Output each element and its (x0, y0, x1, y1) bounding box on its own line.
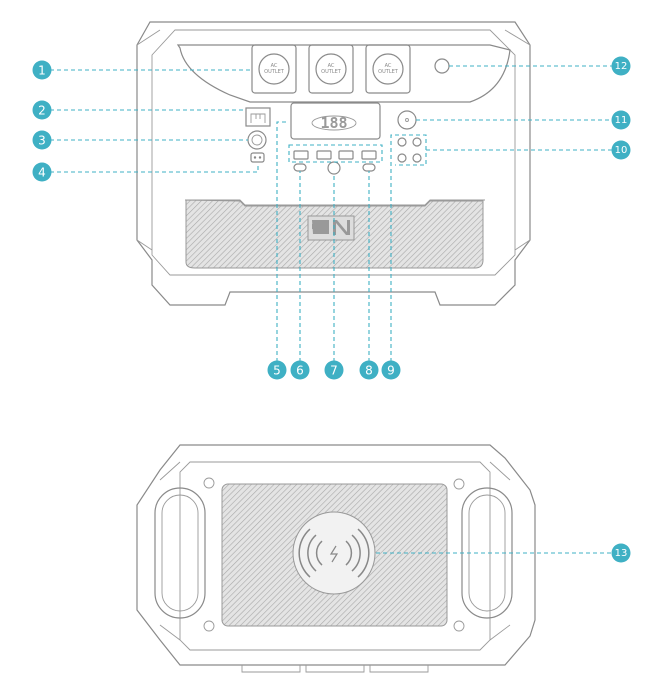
callout-badge-1: 1 (32, 60, 52, 80)
badge-circle (267, 360, 287, 380)
badge-number: 10 (615, 145, 628, 156)
wireless-charging-icon (298, 528, 370, 578)
badge-circle (611, 140, 631, 160)
callout-badge-7: 7 (324, 360, 344, 380)
badge-circle (611, 543, 631, 563)
badge-circle (611, 56, 631, 76)
left-handle (154, 487, 206, 619)
callout-badge-12: 12 (611, 56, 631, 76)
badge-circle (381, 360, 401, 380)
usb-power-button (327, 161, 341, 175)
callout-badge-3: 3 (32, 130, 52, 150)
badge-circle (32, 162, 52, 182)
callout-badge-6: 6 (290, 360, 310, 380)
badge-circle (290, 360, 310, 380)
badge-number: 13 (615, 548, 628, 559)
lcd-screen (290, 102, 381, 140)
badge-number: 9 (387, 364, 395, 378)
badge-circle (359, 360, 379, 380)
display-digits: 188 (320, 114, 347, 132)
callout-badge-4: 4 (32, 162, 52, 182)
badge-number: 8 (365, 364, 373, 378)
badge-number: 7 (330, 364, 338, 378)
badge-number: 6 (296, 364, 304, 378)
badge-circle (32, 60, 52, 80)
dc-output-ports (397, 137, 422, 163)
top-view (136, 444, 536, 673)
usb-c-port-2 (362, 163, 376, 172)
usb-c-port-1 (293, 163, 307, 172)
badge-number: 3 (38, 134, 46, 148)
badge-circle (32, 130, 52, 150)
badge-number: 4 (38, 166, 46, 180)
callout-badge-10: 10 (611, 140, 631, 160)
badge-circle (324, 360, 344, 380)
badge-circle (32, 100, 52, 120)
callout-badge-11: 11 (611, 110, 631, 130)
badge-number: 1 (38, 64, 46, 78)
car-port (250, 152, 265, 163)
callout-badge-5: 5 (267, 360, 287, 380)
callout-badge-2: 2 (32, 100, 52, 120)
callout-badge-8: 8 (359, 360, 379, 380)
ac-input-port (245, 107, 271, 127)
badge-number: 11 (615, 115, 628, 126)
badge-circle (611, 110, 631, 130)
dc-input-port (247, 130, 267, 150)
power-button (397, 110, 417, 130)
wireless-charging-pad (292, 511, 376, 595)
badge-number: 12 (615, 61, 628, 72)
usb-a-ports (293, 150, 377, 160)
callout-badge-9: 9 (381, 360, 401, 380)
badge-number: 2 (38, 104, 46, 118)
badge-number: 5 (273, 364, 281, 378)
light-button (434, 58, 450, 74)
callout-badge-13: 13 (611, 543, 631, 563)
callout-lines (50, 65, 613, 554)
